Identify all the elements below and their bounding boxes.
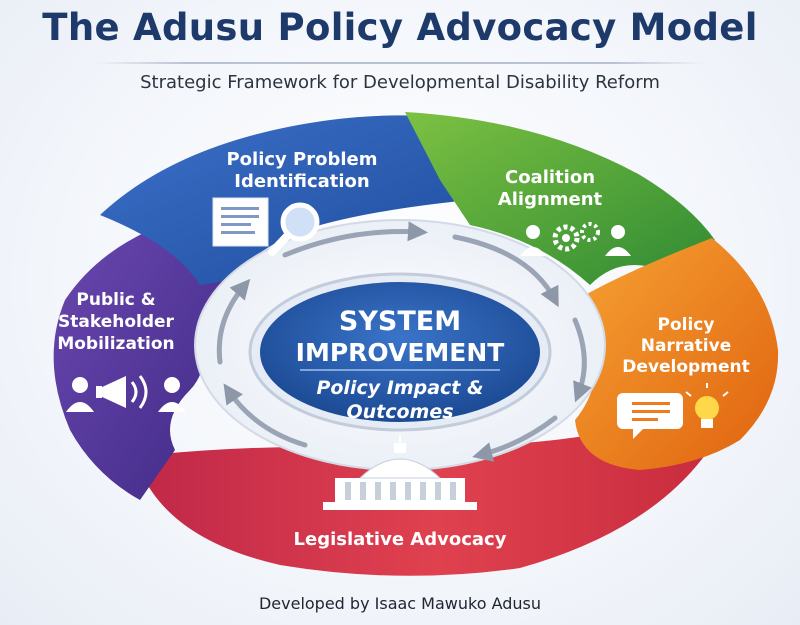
speech-bubble-lightbulb-icon [617, 383, 729, 439]
mobilization-label-line2: Stakeholder [58, 312, 175, 332]
segment-coalition-alignment [405, 112, 715, 285]
mobilization-label-line1: Public & [76, 290, 155, 310]
title-divider [95, 62, 705, 64]
center-oval [260, 282, 540, 422]
segment-public-mobilization [53, 230, 230, 500]
narrative-label-line3: Development [622, 357, 749, 377]
center-title-line1: SYSTEM [339, 306, 461, 337]
mobilization-label-line3: Mobilization [57, 334, 174, 354]
problem-label-line1: Policy Problem [226, 149, 377, 170]
narrative-label-line2: Narrative [641, 336, 732, 356]
document-magnifier-icon [212, 197, 320, 256]
legislative-label: Legislative Advocacy [294, 529, 507, 550]
center-title-line2: IMPROVEMENT [296, 338, 505, 367]
footer-credit: Developed by Isaac Mawuko Adusu [258, 594, 542, 613]
segment-problem-identification [100, 115, 470, 285]
narrative-label-line1: Policy [658, 315, 715, 335]
center-subtitle-line1: Policy Impact & [316, 377, 483, 399]
coalition-label-line1: Coalition [505, 167, 595, 188]
page-subtitle: Strategic Framework for Developmental Di… [140, 72, 660, 93]
megaphone-people-icon [66, 375, 186, 412]
people-gears-icon [520, 222, 631, 256]
cycle-arrows [216, 221, 592, 462]
problem-label-line2: Identification [234, 171, 370, 192]
coalition-label-line2: Alignment [498, 189, 603, 210]
center-subtitle-line2: Outcomes [346, 401, 453, 423]
page-title: The Adusu Policy Advocacy Model [42, 6, 758, 49]
capitol-building-icon [323, 436, 477, 510]
